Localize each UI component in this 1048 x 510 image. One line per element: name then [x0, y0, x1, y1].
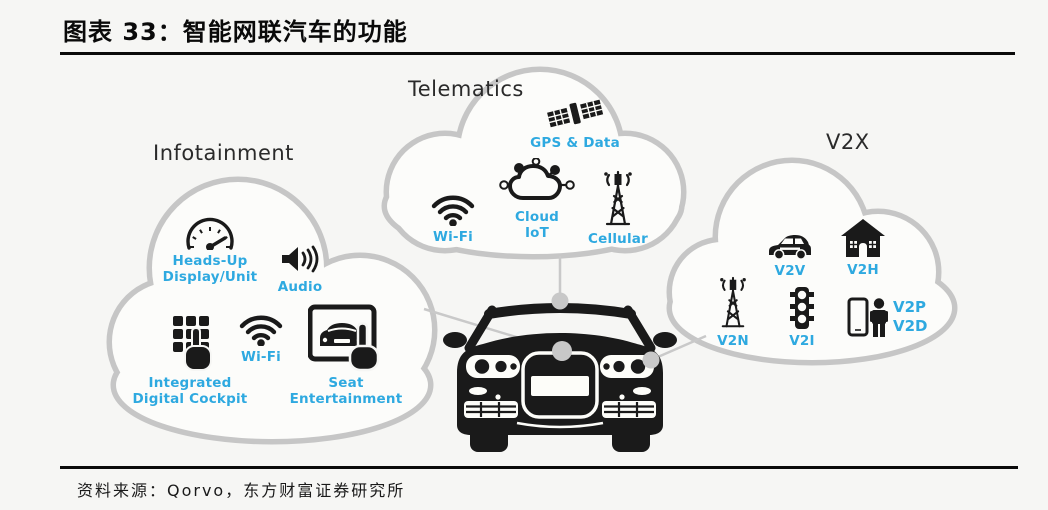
- item-cellular: Cellular: [582, 170, 654, 248]
- item-label: GPS & Data: [530, 135, 620, 151]
- wifi-icon: [431, 195, 475, 226]
- item-label: Integrated: [148, 375, 232, 391]
- item-label-v2d: V2D: [893, 317, 928, 335]
- speedometer-icon: [186, 217, 234, 250]
- wifi-icon: [239, 315, 283, 346]
- connector-dots: [551, 292, 660, 369]
- item-label: IoT: [524, 224, 550, 241]
- figure-title: 图表 33：智能网联汽车的功能: [63, 18, 408, 46]
- infotainment-cloud-title: Infotainment: [153, 141, 294, 165]
- item-v2h: V2H: [839, 217, 887, 279]
- telematics-cloud-title: Telematics: [408, 77, 524, 101]
- item-label: Seat: [328, 375, 364, 391]
- phone-person-icon: [847, 297, 888, 337]
- item-v2n: V2N: [709, 276, 757, 350]
- item-label: Wi-Fi: [433, 229, 473, 245]
- car-side-icon: [769, 235, 811, 260]
- item-v2i: V2I: [780, 286, 824, 350]
- item-label: V2N: [717, 333, 749, 349]
- item-label: Cellular: [588, 231, 648, 247]
- title-divider: [60, 52, 1015, 55]
- item-integrated-digital-cockpit: Integrated Digital Cockpit: [115, 314, 265, 407]
- item-label: V2H: [847, 262, 879, 278]
- item-v2v: V2V: [765, 230, 815, 280]
- cloud-iot-icon: [499, 158, 575, 200]
- house-icon: [841, 219, 885, 257]
- traffic-light-icon: [790, 287, 814, 329]
- item-gps-data: GPS & Data: [510, 94, 640, 152]
- item-label: Display/Unit: [162, 268, 258, 285]
- speaker-icon: [282, 245, 319, 273]
- telematics-cloud-shape: [381, 66, 687, 260]
- item-heads-up-display: Heads-Up Display/Unit: [135, 216, 285, 285]
- cell-tower-icon: [604, 170, 632, 226]
- item-seat-entertainment: Seat Entertainment: [276, 304, 416, 407]
- item-label-v2p: V2P: [893, 298, 927, 316]
- item-label: V2I: [789, 333, 815, 349]
- footer-divider: [60, 466, 1018, 469]
- item-wifi-telematics: Wi-Fi: [418, 190, 488, 246]
- item-label: Audio: [277, 279, 323, 295]
- source-note: 资料来源：Qorvo，东方财富证券研究所: [77, 481, 406, 500]
- v2x-cloud-title: V2X: [826, 130, 870, 154]
- keypad-hand-icon: [173, 316, 212, 371]
- cell-tower-icon: [720, 276, 746, 328]
- item-wifi-infotainment: Wi-Fi: [226, 310, 296, 366]
- item-label: Cloud: [514, 209, 560, 225]
- seat-screen-icon: [308, 304, 380, 372]
- satellite-icon: [547, 99, 604, 128]
- car-front-illustration: [443, 303, 677, 452]
- item-label: Entertainment: [289, 390, 403, 407]
- item-label: Heads-Up: [172, 253, 248, 269]
- item-label: Digital Cockpit: [132, 390, 248, 407]
- item-audio: Audio: [262, 242, 338, 296]
- item-v2p-v2d: [846, 295, 892, 343]
- item-label: Wi-Fi: [241, 349, 281, 365]
- item-cloud-iot: Cloud IoT: [498, 158, 576, 241]
- item-label: V2V: [774, 263, 806, 279]
